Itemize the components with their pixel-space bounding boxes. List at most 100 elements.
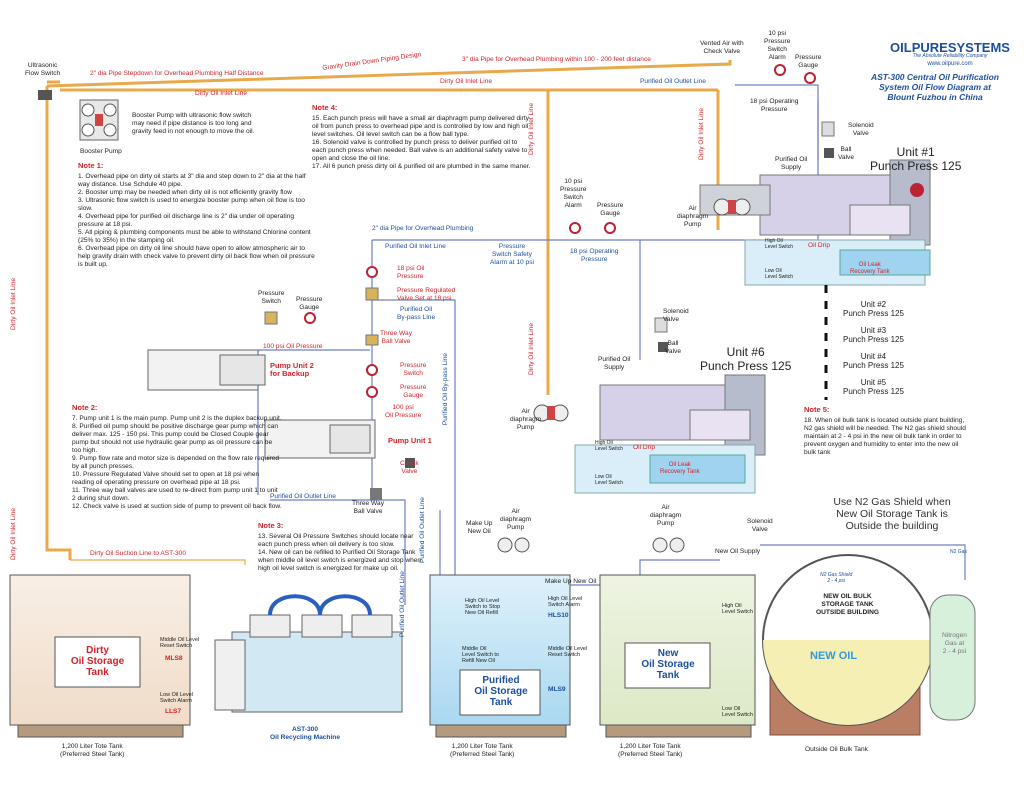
ast300-machine[interactable] bbox=[214, 594, 403, 713]
note-1: Note 1: 1. Overhead pipe on dirty oil st… bbox=[78, 161, 315, 269]
logo: OILPURESYSTEMS The Absolute Reliability … bbox=[880, 40, 1020, 68]
label-tote2: 1,200 Liter Tote Tank(Preferred Steel Ta… bbox=[450, 743, 515, 758]
label-oil-drip-1: Oil Drip bbox=[808, 242, 830, 249]
note-2: Note 2: 7. Pump unit 1 is the main pump.… bbox=[72, 403, 282, 511]
air-diaphragm-pump-unit1[interactable] bbox=[713, 198, 751, 216]
label-lls7: LLS7 bbox=[165, 708, 182, 715]
label-gravity: Gravity Drain Down Piping Design bbox=[321, 51, 422, 72]
label-mls9: MLS9 bbox=[548, 686, 566, 693]
logo-url: www.oilpure.com bbox=[927, 61, 973, 67]
label-bypass-v: Purified Oil By-pass Line bbox=[442, 352, 450, 426]
label-dirty-inlet-v4: Dirty Oil Inlet Line bbox=[528, 322, 536, 376]
label-new-supply: New Oil Supply bbox=[715, 548, 761, 555]
punch-press-unit6 bbox=[574, 374, 766, 494]
label-booster-pump: Booster Pump bbox=[80, 148, 122, 155]
note-4: Note 4: 15. Each punch press will have a… bbox=[312, 103, 531, 171]
label-n2-gas: N2 Gas bbox=[950, 549, 967, 555]
label-pump1: Pump Unit 1 bbox=[388, 436, 432, 445]
air-pump-purified[interactable] bbox=[497, 537, 530, 553]
label-make-up2: Make Up New Oil bbox=[545, 578, 597, 585]
label-purified-outlet-v2: Purified Oil Outlet Line bbox=[398, 571, 406, 637]
ultrasonic-switch-icon bbox=[38, 90, 52, 100]
pump-unit-2[interactable] bbox=[147, 349, 266, 391]
label-tote1: 1,200 Liter Tote Tank(Preferred Steel Ta… bbox=[60, 743, 125, 758]
label-dirty-inlet-2: Dirty Oil Inlet Line bbox=[440, 78, 493, 85]
booster-pump[interactable] bbox=[79, 99, 119, 141]
gauges-column bbox=[264, 64, 835, 500]
label-purified-outlet: Purified Oil Outlet Line bbox=[640, 78, 706, 85]
air-pump-new-oil[interactable] bbox=[652, 537, 685, 553]
label-purified-inlet: Purified Oil Inlet Line bbox=[385, 243, 446, 250]
label-op100: 100 psi Oil Pressure bbox=[263, 343, 323, 350]
air-diaphragm-pump-unit6[interactable] bbox=[533, 404, 569, 422]
logo-brand: OILPURESYSTEMS bbox=[890, 40, 1010, 55]
nitrogen-cylinder bbox=[929, 594, 976, 721]
label-pipe2-purified: 2" dia Pipe for Overhead Plumbing bbox=[372, 225, 474, 232]
label-mls8: MLS8 bbox=[165, 655, 183, 662]
label-oil-drip-6: Oil Drip bbox=[633, 444, 655, 451]
label-purified-outlet-2: Purified Oil Outlet Line bbox=[270, 493, 336, 500]
label-hls10: HLS10 bbox=[548, 612, 569, 619]
label-dirty-inlet-v5: Dirty Oil Inlet Line bbox=[698, 107, 706, 161]
pump-unit-1[interactable] bbox=[264, 419, 376, 459]
dirty-oil-storage-tank bbox=[9, 574, 191, 738]
label-booster-desc: Booster Pump with ultrasonic flow switch… bbox=[132, 112, 255, 135]
label-dirty-inlet-v3: Dirty Oil Inlet Line bbox=[528, 102, 536, 156]
label-tote3: 1,200 Liter Tote Tank(Preferred Steel Ta… bbox=[618, 743, 683, 758]
note-3: Note 3: 13. Several Oil Pressure Switche… bbox=[258, 521, 422, 573]
note-5: Note 5: 18. When oil bulk tank is locate… bbox=[804, 405, 966, 457]
label-purified-outlet-v1: Purified Oil Outlet Line bbox=[418, 497, 426, 563]
punch-press-unit1 bbox=[699, 159, 931, 286]
